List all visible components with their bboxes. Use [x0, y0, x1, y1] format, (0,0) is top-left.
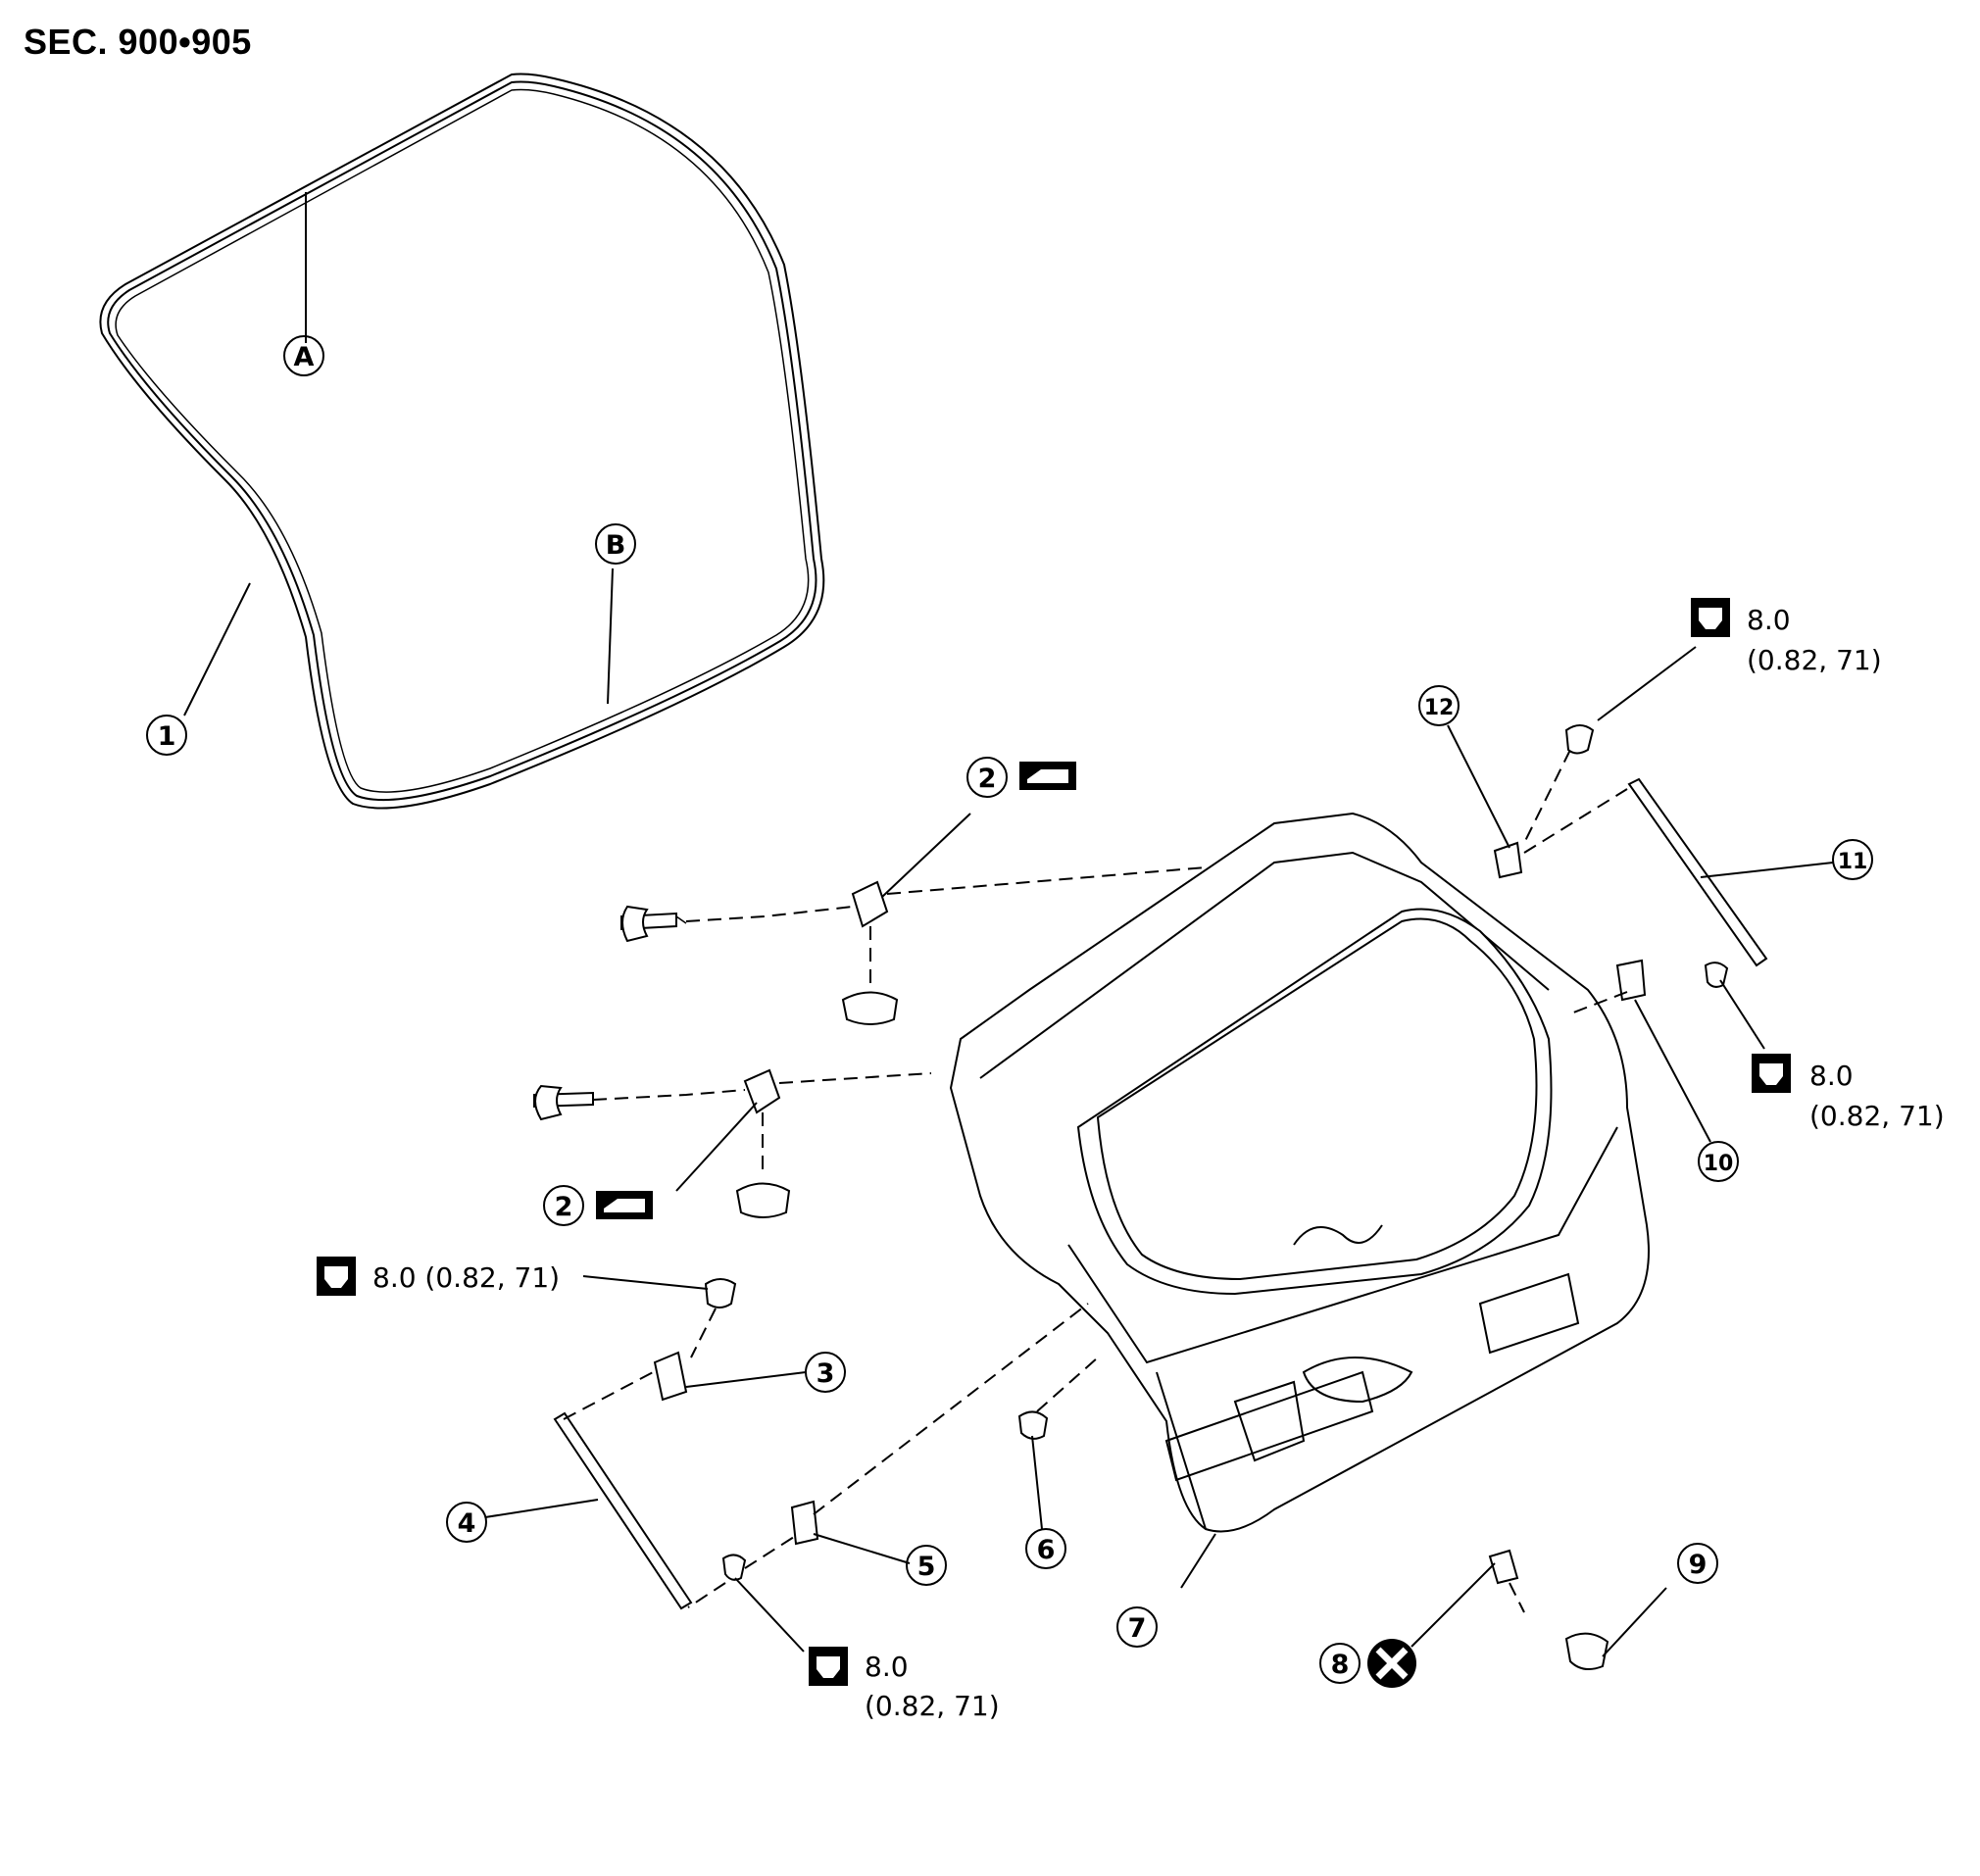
leader-8	[1411, 1562, 1496, 1648]
section-label: SEC. 900•905	[24, 22, 252, 62]
gas-stay-part-11	[1523, 777, 1834, 967]
callout-a: A	[283, 335, 324, 376]
svg-text:11: 11	[1838, 850, 1868, 874]
callout-1: 1	[146, 715, 187, 756]
stay-bracket-part-10	[1567, 959, 1765, 1143]
callout-5: 5	[906, 1545, 947, 1586]
hinge-lower	[533, 1068, 932, 1218]
leader-t10	[1719, 979, 1765, 1050]
svg-text:3: 3	[817, 1358, 835, 1389]
svg-text:(0.82, 71): (0.82, 71)	[1747, 644, 1882, 676]
svg-text:(0.82, 71): (0.82, 71)	[1809, 1100, 1945, 1132]
leader-t12	[1597, 646, 1697, 721]
svg-text:1: 1	[158, 721, 176, 752]
grease-gun-icon	[596, 1191, 653, 1219]
callout-9: 9	[1677, 1543, 1718, 1584]
svg-text:10: 10	[1704, 1152, 1734, 1176]
stay-bracket-part-5	[687, 1303, 1089, 1653]
leader-10	[1634, 999, 1711, 1143]
leader-11	[1700, 862, 1834, 878]
clip-part-8-9	[1411, 1549, 1667, 1671]
stay-bracket-part-3	[582, 1275, 807, 1402]
callout-12: 12	[1418, 685, 1460, 726]
callout-2-upper: 2	[966, 757, 1008, 798]
hinge-upper	[620, 813, 1207, 1025]
grease-gun-icon	[1019, 762, 1076, 790]
svg-text:8.0: 8.0	[1747, 604, 1791, 636]
svg-text:12: 12	[1424, 696, 1455, 720]
stay-bracket-part-12	[1447, 646, 1697, 879]
leader-5	[813, 1533, 911, 1564]
leader-1	[183, 582, 251, 716]
callout-6: 6	[1025, 1528, 1066, 1569]
leader-b	[607, 568, 614, 705]
torque-spec-part-10: 8.0 (0.82, 71)	[1752, 1054, 1945, 1132]
leader-3	[685, 1371, 807, 1388]
callout-11: 11	[1832, 839, 1873, 880]
callout-2-lower: 2	[543, 1185, 584, 1226]
callout-3: 3	[805, 1352, 846, 1393]
leader-2a	[881, 813, 971, 898]
leader-12	[1447, 724, 1510, 849]
torque-spec-part-5: 8.0 (0.82, 71)	[809, 1647, 1000, 1722]
do-not-reuse-icon	[1367, 1639, 1416, 1688]
torque-spec-part-12: 8.0 (0.82, 71)	[1691, 598, 1882, 676]
svg-text:8: 8	[1331, 1650, 1350, 1680]
callout-7: 7	[1116, 1606, 1158, 1648]
weatherstrip-part-1	[99, 73, 825, 810]
svg-text:7: 7	[1128, 1613, 1147, 1644]
callout-8: 8	[1319, 1643, 1361, 1684]
svg-text:5: 5	[917, 1552, 936, 1582]
callout-b: B	[595, 523, 636, 565]
svg-text:8.0 (0.82, 71): 8.0 (0.82, 71)	[372, 1261, 560, 1294]
leader-7	[1180, 1533, 1216, 1589]
svg-text:(0.82, 71): (0.82, 71)	[865, 1690, 1000, 1722]
svg-text:A: A	[294, 342, 315, 372]
svg-text:2: 2	[555, 1192, 573, 1222]
svg-text:8.0: 8.0	[1809, 1060, 1854, 1092]
back-door-part-7	[949, 812, 1650, 1589]
leader-t3	[582, 1275, 709, 1290]
svg-text:6: 6	[1037, 1535, 1056, 1565]
leader-9	[1602, 1587, 1667, 1657]
leader-2b	[675, 1102, 758, 1192]
svg-text:9: 9	[1689, 1550, 1708, 1580]
torque-spec-part-3: 8.0 (0.82, 71)	[317, 1257, 560, 1296]
clip-part-6	[1017, 1357, 1099, 1530]
callout-10: 10	[1698, 1141, 1739, 1182]
callout-4: 4	[446, 1502, 487, 1543]
svg-text:8.0: 8.0	[865, 1651, 909, 1683]
svg-text:2: 2	[978, 764, 997, 794]
leader-4	[484, 1499, 599, 1518]
svg-text:4: 4	[458, 1508, 476, 1539]
svg-text:B: B	[606, 530, 626, 561]
leader-6	[1031, 1435, 1043, 1530]
leader-t5	[734, 1577, 805, 1653]
gas-stay-part-4	[484, 1369, 693, 1610]
